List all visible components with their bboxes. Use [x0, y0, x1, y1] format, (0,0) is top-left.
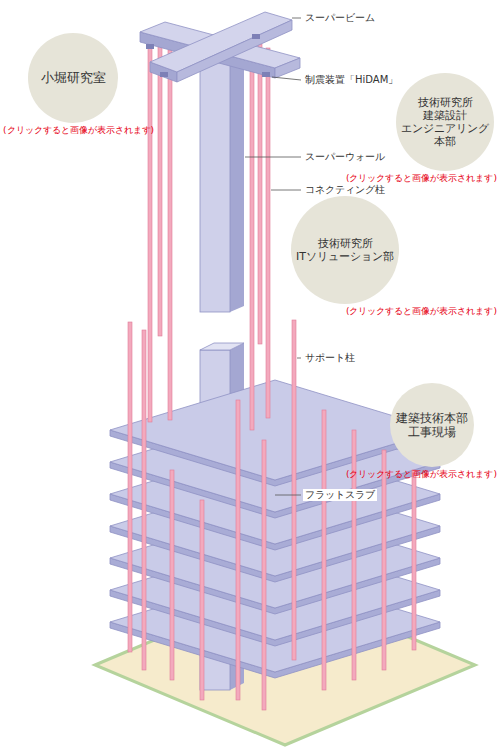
division-circle: 技術研究所 ITソリューション部(クリックすると画像が表示されます) [291, 196, 399, 304]
part-label: フラットスラブ [303, 489, 377, 501]
part-label: サポート柱 [303, 352, 357, 364]
part-label: スーパーウォール [303, 151, 387, 163]
circle-text: 技術研究所 ITソリューション部 [296, 237, 394, 263]
super-beam [140, 12, 300, 82]
part-label: コネクティング柱 [303, 184, 387, 196]
site-circle: 建築技術本部 工事現場(クリックすると画像が表示されます) [390, 383, 474, 467]
hidam-devices [146, 34, 270, 77]
division-circle: 技術研究所 建築設計 エンジニアリング 本部(クリックすると画像が表示されます) [396, 73, 494, 171]
click-note: (クリックすると画像が表示されます) [3, 125, 154, 135]
super-wall-upper [200, 40, 244, 312]
circle-text: 建築技術本部 工事現場 [396, 411, 468, 440]
click-note: (クリックすると画像が表示されます) [346, 469, 497, 479]
circle-text: 小堀研究室 [41, 70, 106, 86]
device-label: 制震装置「HiDAM」 [303, 74, 400, 86]
click-note: (クリックすると画像が表示されます) [346, 173, 497, 183]
click-note: (クリックすると画像が表示されます) [346, 306, 497, 316]
lab-circle: 小堀研究室(クリックすると画像が表示されます) [28, 33, 118, 123]
part-label: スーパービーム [303, 12, 377, 24]
circle-text: 技術研究所 建築設計 エンジニアリング 本部 [401, 96, 489, 149]
connecting-columns [148, 40, 270, 430]
